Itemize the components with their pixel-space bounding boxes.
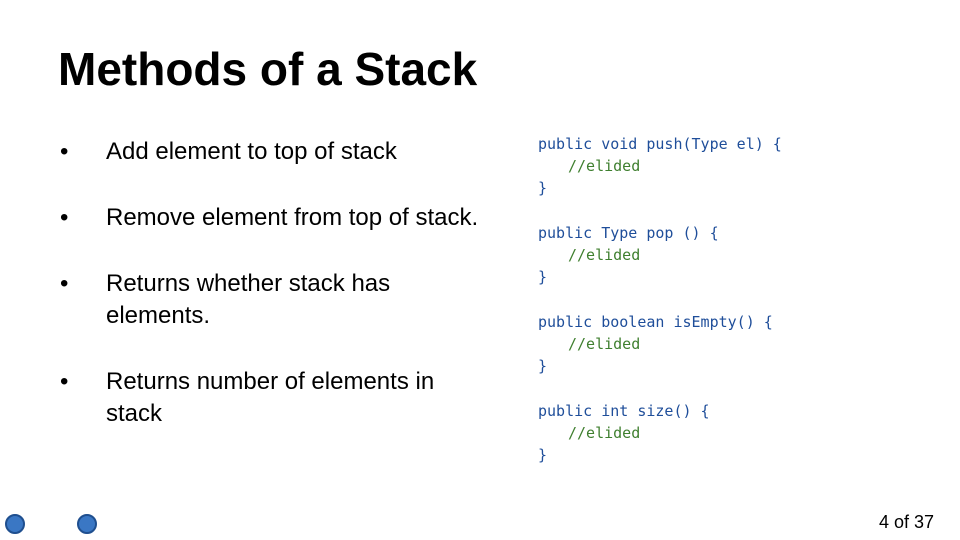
bullet-text: Add element to top of stack bbox=[106, 138, 397, 165]
closing-brace: } bbox=[538, 446, 548, 464]
circle-next-icon[interactable] bbox=[77, 514, 97, 534]
code-comment: //elided bbox=[568, 424, 641, 442]
circle-prev-icon[interactable] bbox=[5, 514, 25, 534]
closing-brace: } bbox=[538, 357, 548, 375]
method-signature: public void push(Type el) { bbox=[538, 135, 782, 153]
bullet-item: • Add element to top of stack bbox=[60, 136, 490, 168]
bullet-list: • Add element to top of stack • Remove e… bbox=[60, 136, 490, 464]
method-signature: public boolean isEmpty() { bbox=[538, 313, 773, 331]
slide-title: Methods of a Stack bbox=[58, 43, 478, 95]
bullet-text: Returns whether stack has elements. bbox=[106, 270, 391, 329]
bullet-item: • Returns number of elements in stack bbox=[60, 366, 490, 430]
method-signature: public int size() { bbox=[538, 402, 710, 420]
bullet-dot-icon: • bbox=[60, 204, 69, 231]
bullet-text: Returns number of elements in stack bbox=[106, 368, 435, 427]
code-block-pop: public Type pop () { //elided } bbox=[538, 222, 782, 288]
code-block-push: public void push(Type el) { //elided } bbox=[538, 133, 782, 199]
closing-brace: } bbox=[538, 268, 548, 286]
method-signature: public Type pop () { bbox=[538, 224, 719, 242]
bullet-item: • Remove element from top of stack. bbox=[60, 202, 490, 234]
code-block-size: public int size() { //elided } bbox=[538, 400, 782, 466]
page-indicator: 4 of 37 bbox=[878, 512, 934, 532]
bullet-text: Remove element from top of stack. bbox=[106, 204, 479, 231]
code-block-isempty: public boolean isEmpty() { //elided } bbox=[538, 311, 782, 377]
code-comment: //elided bbox=[568, 335, 641, 353]
bullet-dot-icon: • bbox=[60, 138, 69, 165]
bullet-dot-icon: • bbox=[60, 368, 69, 395]
bullet-item: • Returns whether stack has elements. bbox=[60, 268, 490, 332]
closing-brace: } bbox=[538, 179, 548, 197]
code-listing: public void push(Type el) { //elided } p… bbox=[538, 133, 782, 489]
code-comment: //elided bbox=[568, 246, 641, 264]
code-comment: //elided bbox=[568, 157, 641, 175]
bullet-dot-icon: • bbox=[60, 270, 69, 297]
